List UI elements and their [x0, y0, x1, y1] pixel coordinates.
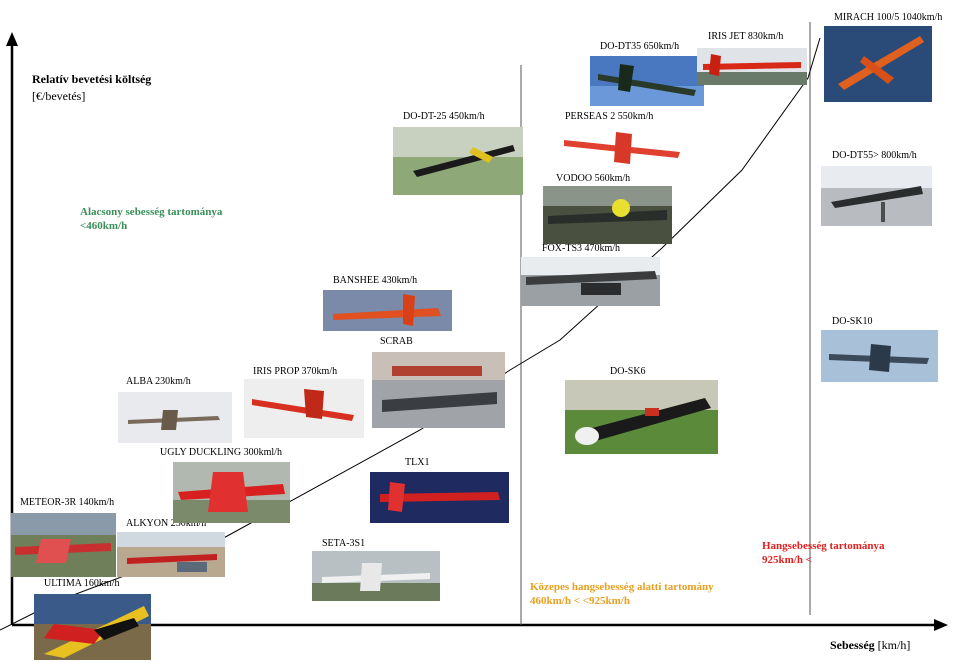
zone-low-range: <460km/h [80, 220, 128, 232]
zone-sonic-title: Hangsebesség tartománya [762, 540, 885, 552]
drone-label-iris-jet: IRIS JET 830km/h [708, 31, 784, 42]
drone-label-perseas-2: PERSEAS 2 550km/h [565, 111, 654, 122]
drone-image-mirach [824, 26, 932, 102]
drone-image-banshee [323, 290, 452, 331]
drone-image-perseas-2 [556, 126, 687, 168]
drone-image-ugly-duckling [173, 462, 290, 523]
drone-label-scrab: SCRAB [380, 336, 413, 347]
drone-label-seta: SETA-3S1 [322, 538, 366, 549]
drone-label-do-dt55: DO-DT55> 800km/h [832, 150, 917, 161]
drone-image-seta [312, 551, 440, 601]
y-axis-arrow [6, 32, 18, 46]
drone-label-banshee: BANSHEE 430km/h [333, 275, 418, 286]
zone-sonic: Hangsebesség tartománya 925km/h < [762, 539, 885, 567]
drone-label-ultima: ULTIMA 160km/h [44, 578, 120, 589]
drone-image-alba [118, 392, 232, 443]
drone-label-vodoo: VODOO 560km/h [556, 173, 631, 184]
x-axis-title: Sebesség [830, 638, 875, 652]
drone-image-do-dt35 [590, 56, 704, 106]
drone-label-fox-ts3: FOX-TS3 470km/h [542, 243, 621, 254]
drone-image-meteor [11, 513, 116, 577]
drone-label-alba: ALBA 230km/h [126, 376, 191, 387]
drone-label-iris-prop: IRIS PROP 370km/h [253, 366, 338, 377]
zone-subsonic: Közepes hangsebesség alatti tartomány 46… [530, 580, 714, 608]
drone-label-tlx1: TLX1 [405, 457, 430, 468]
y-axis-title: Relatív bevetési költség [32, 72, 152, 86]
drone-label-do-dt35: DO-DT35 650km/h [600, 41, 680, 52]
zone-sonic-range: 925km/h < [762, 554, 812, 566]
drone-image-do-dt-25 [393, 127, 523, 195]
drone-label-alkyon: ALKYON 250km/h [126, 518, 207, 529]
x-axis-label: Sebesség [km/h] [830, 638, 910, 653]
drone-label-meteor: METEOR-3R 140km/h [20, 497, 115, 508]
zone-subsonic-range: 460km/h < <925km/h [530, 595, 630, 607]
x-axis-unit: [km/h] [877, 638, 911, 652]
drone-label-do-sk10: DO-SK10 [832, 316, 873, 327]
drone-image-ultima [34, 594, 151, 660]
drone-label-ugly-duckling: UGLY DUCKLING 300kml/h [160, 447, 282, 458]
zone-low-title: Alacsony sebesség tartománya [80, 206, 223, 218]
drone-image-do-dt55 [821, 166, 932, 226]
drone-image-tlx1 [370, 472, 509, 523]
drone-image-vodoo [543, 186, 672, 244]
x-axis-arrow [934, 619, 948, 631]
drone-label-mirach: MIRACH 100/5 1040km/h [834, 12, 943, 23]
zone-low-speed: Alacsony sebesség tartománya <460km/h [80, 205, 222, 233]
zone-subsonic-title: Közepes hangsebesség alatti tartomány [530, 581, 714, 593]
drone-image-scrab [372, 352, 505, 428]
drone-image-do-sk10 [821, 330, 938, 382]
drone-image-iris-prop [244, 379, 364, 438]
drone-image-do-sk6 [565, 380, 718, 454]
drone-image-alkyon [117, 532, 225, 577]
drone-image-fox-ts3 [521, 257, 660, 306]
y-axis-unit: [€/bevetés] [32, 89, 86, 103]
drone-image-iris-jet [697, 48, 807, 85]
drone-label-do-dt-25: DO-DT-25 450km/h [403, 111, 485, 122]
drone-label-do-sk6: DO-SK6 [610, 366, 646, 377]
